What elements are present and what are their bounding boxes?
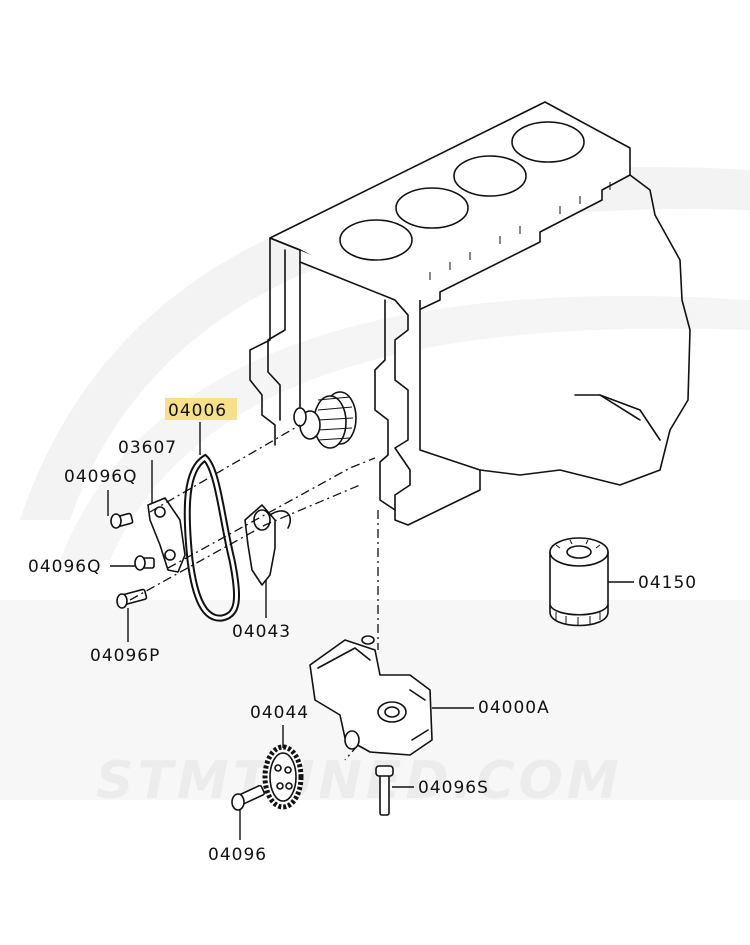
sprocket-04044-drawing	[262, 744, 304, 810]
part-number-04043: 04043	[232, 622, 291, 642]
part-number-04150: 04150	[638, 573, 697, 593]
watermark-text: STMTUNED.COM	[96, 751, 622, 811]
part-label-04006[interactable]: 04006	[165, 398, 237, 421]
bolt-04096Q-upper-drawing	[110, 512, 134, 529]
part-label-04096[interactable]: 04096	[208, 845, 267, 865]
part-number-04000A: 04000A	[478, 698, 550, 718]
part-number-04044: 04044	[250, 703, 309, 723]
chain-guide-03607-drawing	[147, 497, 186, 573]
part-label-04096Q-upper[interactable]: 04096Q	[64, 467, 137, 487]
crank-sprocket-drawing	[293, 391, 357, 449]
chain-04006-drawing	[183, 453, 241, 622]
part-number-03607: 03607	[118, 438, 177, 458]
highlight-box	[165, 398, 237, 420]
part-label-04043[interactable]: 04043	[232, 622, 291, 642]
part-label-04096P[interactable]: 04096P	[90, 646, 160, 666]
part-number-04006: 04006	[168, 401, 227, 421]
part-label-04044[interactable]: 04044	[250, 703, 309, 723]
part-label-04000A[interactable]: 04000A	[478, 698, 550, 718]
bolt-04096P-drawing	[116, 588, 148, 609]
part-number-04096S: 04096S	[418, 778, 489, 798]
bolt-04096Q-lower-drawing	[134, 555, 155, 571]
bolt-04096S-drawing	[375, 765, 394, 816]
part-number-04096P: 04096P	[90, 646, 160, 666]
oil-filter-04150-drawing	[549, 537, 609, 627]
engine-block-drawing	[249, 101, 691, 526]
bolt-04096-drawing	[231, 784, 266, 811]
part-label-04150[interactable]: 04150	[638, 573, 697, 593]
part-number-04096: 04096	[208, 845, 267, 865]
part-number-04096Q-lower: 04096Q	[28, 557, 101, 577]
part-label-04096Q-lower[interactable]: 04096Q	[28, 557, 101, 577]
oil-pump-04000A-drawing	[309, 635, 433, 756]
part-label-03607[interactable]: 03607	[118, 438, 177, 458]
part-number-04096Q-upper: 04096Q	[64, 467, 137, 487]
part-label-04096S[interactable]: 04096S	[418, 778, 489, 798]
